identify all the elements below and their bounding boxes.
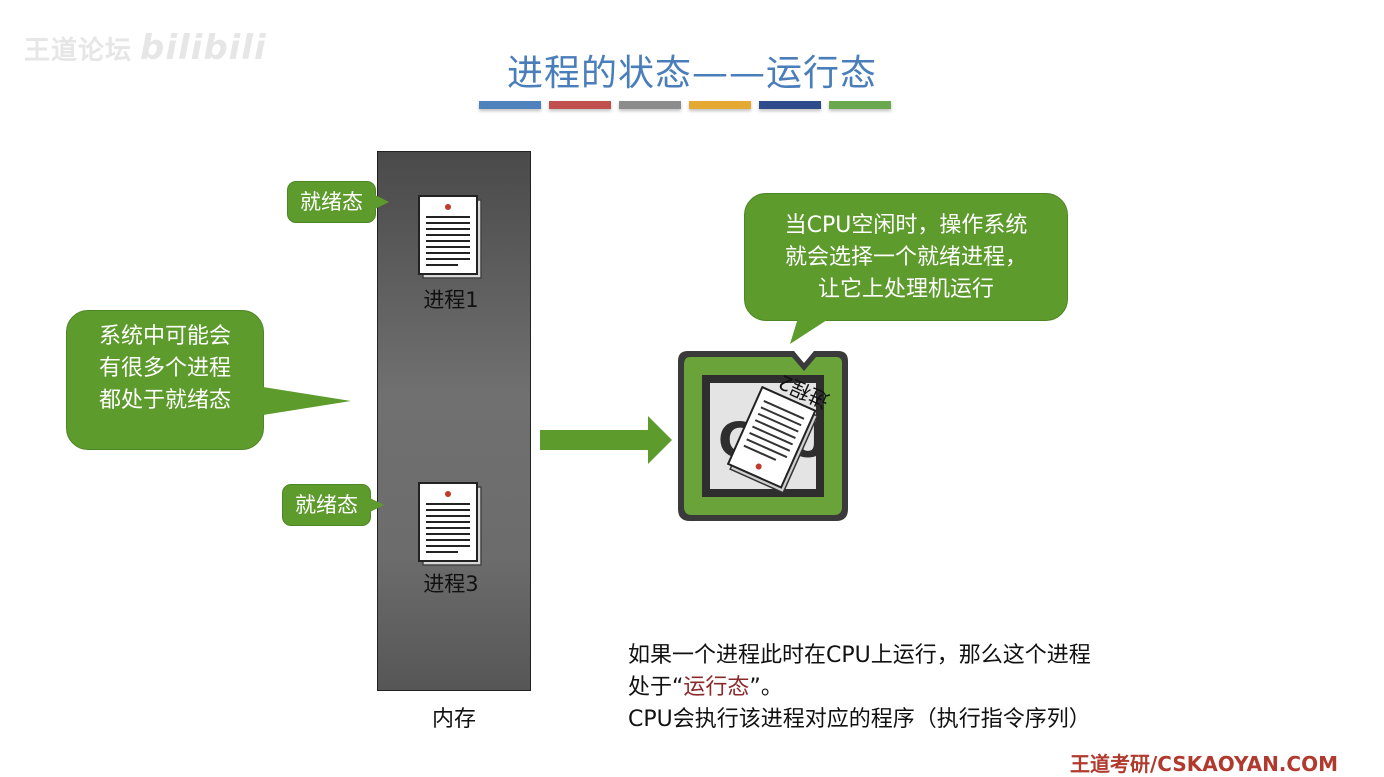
callout-cpu-idle: 当CPU空闲时，操作系统 就会选择一个就绪进程， 让它上处理机运行 <box>744 193 1068 321</box>
document-icon <box>418 195 482 279</box>
slide-title: 进程的状态——运行态 <box>506 53 877 94</box>
callout-line: 都处于就绪态 <box>98 388 231 413</box>
memory-label: 内存 <box>431 707 476 732</box>
title-color-bar <box>689 101 751 109</box>
cpu-chip-icon: CPU 进程2 <box>678 351 848 521</box>
title-color-bar <box>829 101 891 109</box>
state-tag-process3: 就绪态 <box>282 484 384 526</box>
explanation-text: 如果一个进程此时在CPU上运行，那么这个进程 处于“运行态”。 CPU会执行该进… <box>628 640 1091 736</box>
callout-many-ready-processes: 系统中可能会 有很多个进程 都处于就绪态 <box>66 310 351 450</box>
callout-line: 当CPU空闲时，操作系统 <box>784 213 1028 238</box>
callout-line: 让它上处理机运行 <box>817 277 994 302</box>
running-state-highlight: 运行态 <box>683 675 750 700</box>
footer-brand: 王道考研/CSKAOYAN.COM <box>1070 752 1338 776</box>
state-tag-process1: 就绪态 <box>287 181 389 223</box>
title-color-bar <box>619 101 681 109</box>
process1-label: 进程1 <box>423 288 479 312</box>
explanation-line: 如果一个进程此时在CPU上运行，那么这个进程 <box>628 643 1091 668</box>
explanation-prefix: 处于“ <box>628 675 684 700</box>
watermark-text: 王道论坛 <box>24 36 133 66</box>
title-color-bar <box>759 101 821 109</box>
title-color-bar <box>549 101 611 109</box>
callout-tail <box>790 318 830 344</box>
title-color-bar <box>479 101 541 109</box>
explanation-suffix: ”。 <box>749 675 783 700</box>
callout-line: 系统中可能会 <box>98 324 231 349</box>
explanation-line: 处于“运行态”。 <box>628 672 1091 704</box>
arrow-right-icon <box>540 416 672 464</box>
bilibili-logo: bilibili <box>140 28 267 68</box>
process3-label: 进程3 <box>423 572 479 596</box>
explanation-line: CPU会执行该进程对应的程序（执行指令序列） <box>628 707 1091 732</box>
callout-line: 有很多个进程 <box>98 356 231 381</box>
document-icon <box>418 482 482 566</box>
callout-line: 就会选择一个就绪进程， <box>784 245 1027 270</box>
